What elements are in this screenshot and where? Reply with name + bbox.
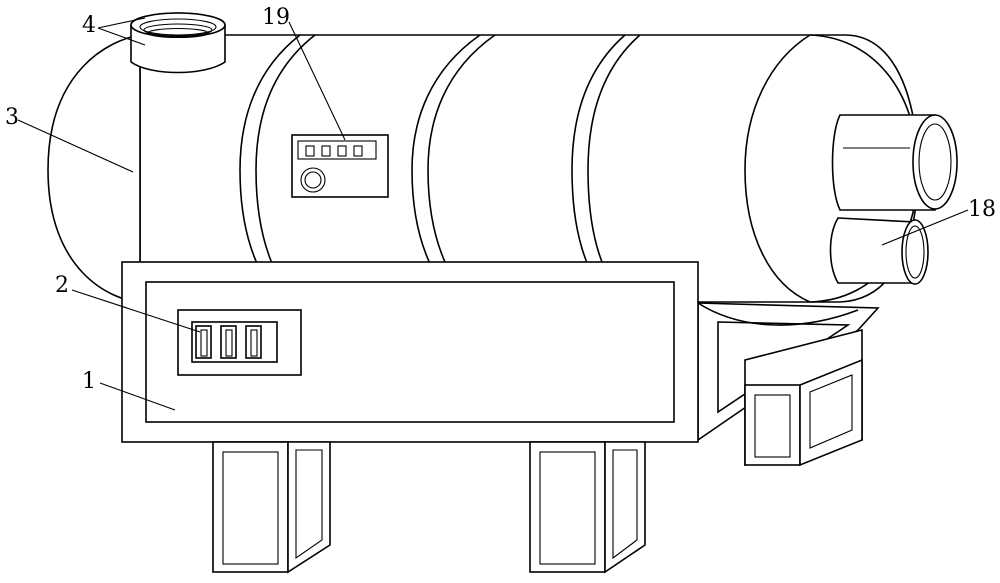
meter-box [291, 134, 389, 198]
callouts: 4 3 19 2 1 18 [5, 5, 996, 411]
label-meter: 19 [262, 5, 290, 30]
label-outlet-pipes: 18 [968, 197, 996, 222]
control-panel [177, 309, 302, 376]
legs [212, 441, 646, 574]
base-frame [121, 261, 699, 443]
tank-body [47, 34, 919, 326]
label-inlet: 4 [82, 13, 96, 38]
outlet-pipes [829, 114, 958, 285]
label-base-frame: 1 [82, 369, 96, 394]
top-inlet [130, 12, 226, 74]
rear-support-frame [697, 302, 880, 467]
label-control-panel: 2 [55, 273, 69, 298]
label-tank-body: 3 [5, 105, 19, 130]
